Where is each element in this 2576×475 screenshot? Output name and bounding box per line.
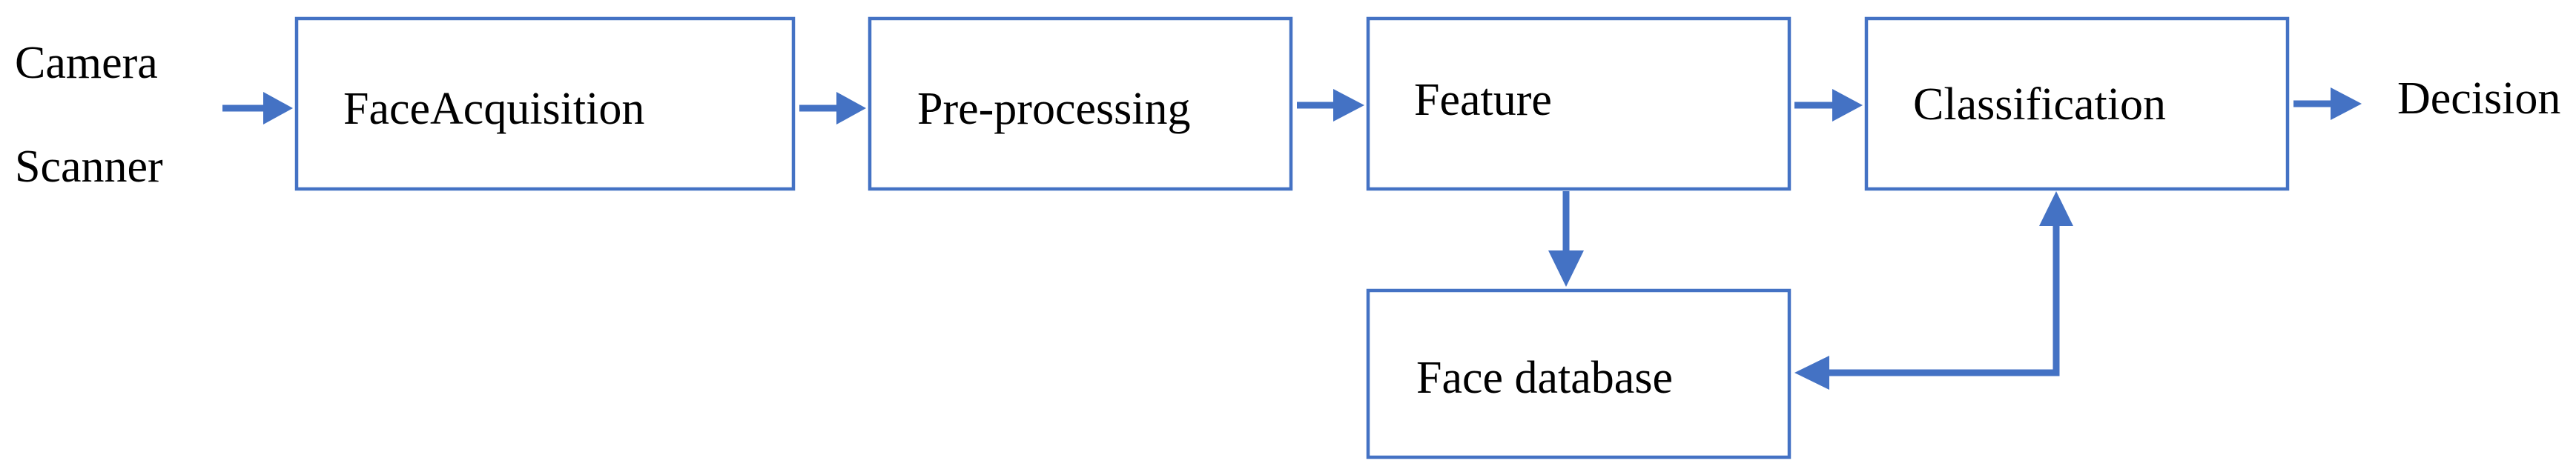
feature-box: Feature — [1366, 16, 1791, 191]
input-camera-label: Camera — [15, 38, 158, 88]
classification-label: Classification — [1913, 79, 2166, 130]
arrow-classification-to-decision — [2293, 87, 2362, 120]
output-decision-label: Decision — [2397, 73, 2560, 124]
face-database-label: Face database — [1416, 353, 1673, 403]
arrow-acquisition-to-preprocessing — [799, 92, 866, 124]
arrow-database-classification-bidirectional — [1794, 191, 2073, 390]
feature-label: Feature — [1414, 75, 1552, 125]
preprocessing-box: Pre-processing — [868, 16, 1293, 191]
input-scanner-label: Scanner — [15, 142, 163, 192]
arrow-inputs-to-face-acquisition — [222, 92, 293, 124]
preprocessing-label: Pre-processing — [917, 84, 1190, 134]
face-acquisition-box: FaceAcquisition — [294, 16, 796, 191]
arrow-preprocessing-to-feature — [1297, 89, 1364, 122]
arrow-feature-to-classification — [1794, 89, 1863, 122]
face-database-box: Face database — [1366, 288, 1791, 459]
face-acquisition-label: FaceAcquisition — [343, 84, 644, 134]
classification-box: Classification — [1864, 16, 2290, 191]
arrow-feature-to-face-database — [1548, 191, 1584, 287]
